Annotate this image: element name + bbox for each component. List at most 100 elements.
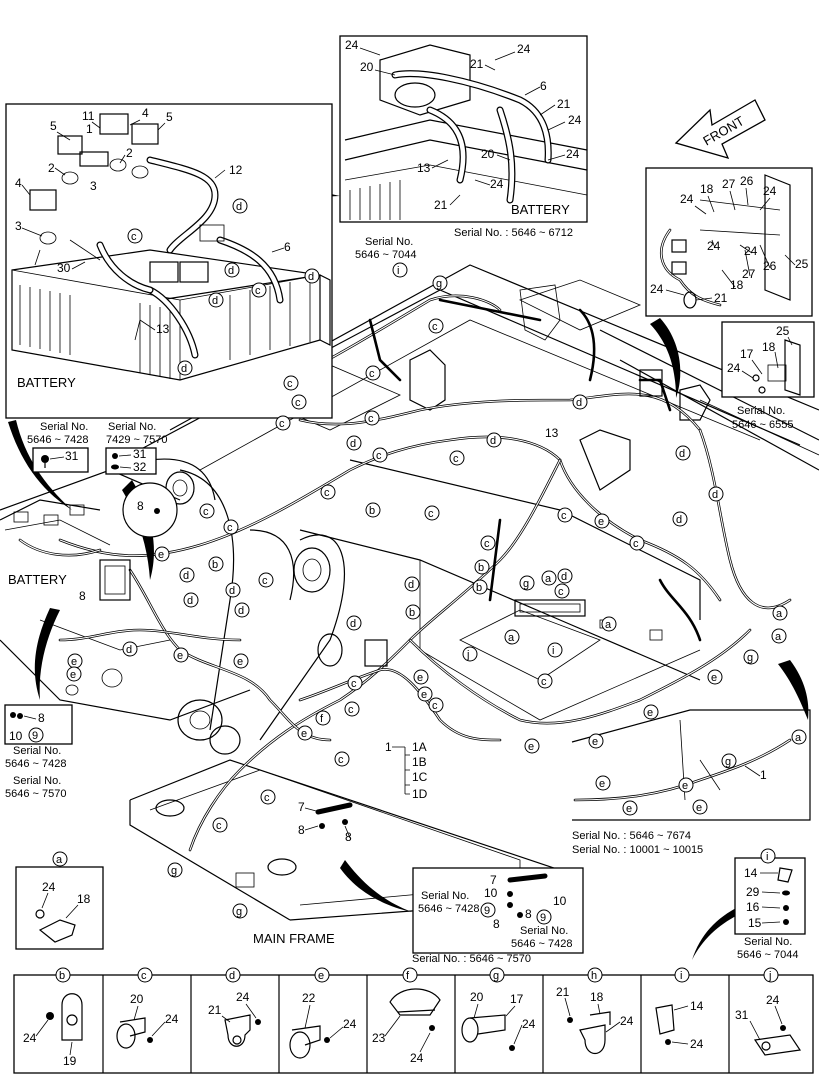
svg-text:d: d	[212, 295, 218, 307]
svg-text:3: 3	[90, 179, 97, 193]
serial-1-b: Serial No. : 10001 ~ 10015	[572, 844, 703, 856]
bracket-detail-right: 24 18 27 26 24 24 24 26 25 27 24 18 21	[645, 167, 813, 317]
front-arrow: FRONT	[674, 99, 766, 160]
svg-text:18: 18	[700, 182, 714, 196]
svg-text:26: 26	[740, 174, 754, 188]
serial-8b-title: Serial No.	[13, 775, 61, 787]
bolt-8-10-detail: 8 10 9	[4, 704, 73, 745]
svg-text:c: c	[203, 506, 209, 518]
svg-text:b: b	[212, 559, 218, 571]
svg-text:d: d	[408, 579, 414, 591]
svg-text:9: 9	[484, 905, 490, 917]
svg-text:24: 24	[568, 113, 582, 127]
svg-text:i: i	[552, 645, 554, 657]
svg-text:e: e	[598, 516, 604, 528]
svg-text:d: d	[187, 595, 193, 607]
svg-text:7: 7	[298, 800, 305, 814]
serial-7-title: Serial No.	[421, 890, 469, 902]
svg-text:c: c	[633, 538, 639, 550]
svg-text:a: a	[605, 619, 612, 631]
svg-text:c: c	[324, 487, 330, 499]
svg-text:26: 26	[763, 259, 777, 273]
svg-text:1: 1	[86, 122, 93, 136]
svg-text:20: 20	[470, 990, 484, 1004]
svg-text:9: 9	[540, 912, 546, 924]
svg-text:b: b	[476, 582, 482, 594]
svg-text:21: 21	[470, 57, 484, 71]
svg-text:8: 8	[525, 907, 532, 921]
svg-text:c: c	[558, 586, 564, 598]
serial-8b-range: 5646 ~ 7570	[5, 788, 66, 800]
svg-text:d: d	[238, 605, 244, 617]
serial-right-title: Serial No.	[737, 405, 785, 417]
svg-text:e: e	[417, 672, 423, 684]
svg-text:27: 27	[742, 267, 756, 281]
svg-text:e: e	[711, 672, 717, 684]
serial-top-box: Serial No. : 5646 ~ 6712	[454, 227, 573, 239]
serial-i-detail-title: Serial No.	[744, 936, 792, 948]
svg-text:d: d	[308, 271, 314, 283]
svg-text:21: 21	[208, 1003, 222, 1017]
svg-text:c: c	[141, 970, 147, 982]
detail-callouts-battery: d c d d c d d	[127, 198, 320, 376]
svg-text:24: 24	[680, 192, 694, 206]
svg-text:e: e	[71, 656, 77, 668]
svg-text:c: c	[348, 704, 354, 716]
svg-text:d: d	[181, 363, 187, 375]
svg-text:8: 8	[298, 823, 305, 837]
svg-text:24: 24	[23, 1031, 37, 1045]
serial-right-range: 5646 ~ 6555	[732, 419, 793, 431]
harness-variant-1C: 1C	[412, 770, 428, 784]
svg-text:4: 4	[15, 176, 22, 190]
svg-text:e: e	[626, 803, 632, 815]
serial-i-range: 5646 ~ 7044	[355, 249, 416, 261]
svg-text:e: e	[158, 549, 164, 561]
svg-text:c: c	[262, 575, 268, 587]
serial-7b-title: Serial No.	[520, 925, 568, 937]
svg-text:2: 2	[126, 146, 133, 160]
legend-cell-b: b 24 19	[23, 967, 83, 1068]
svg-text:g: g	[493, 970, 499, 982]
svg-text:c: c	[428, 508, 434, 520]
bracket-detail-i: i 14 29 16 15	[734, 848, 806, 935]
svg-text:d: d	[236, 201, 242, 213]
svg-text:20: 20	[130, 992, 144, 1006]
svg-text:4: 4	[142, 106, 149, 120]
svg-text:23: 23	[372, 1031, 386, 1045]
svg-text:25: 25	[795, 257, 809, 271]
svg-text:1: 1	[385, 740, 392, 754]
svg-text:e: e	[528, 741, 534, 753]
svg-text:31: 31	[65, 449, 79, 463]
svg-text:18: 18	[77, 892, 91, 906]
svg-text:13: 13	[417, 161, 431, 175]
svg-text:d: d	[350, 438, 356, 450]
svg-text:e: e	[599, 778, 605, 790]
svg-text:c: c	[484, 538, 490, 550]
svg-text:d: d	[183, 570, 189, 582]
svg-text:c: c	[376, 450, 382, 462]
svg-text:b: b	[59, 970, 65, 982]
serial-i-title: Serial No.	[365, 236, 413, 248]
svg-text:d: d	[679, 448, 685, 460]
svg-text:d: d	[561, 571, 567, 583]
svg-text:21: 21	[557, 97, 571, 111]
svg-text:g: g	[236, 906, 242, 918]
svg-text:24: 24	[727, 361, 741, 375]
svg-text:18: 18	[590, 990, 604, 1004]
svg-text:14: 14	[690, 999, 704, 1013]
legend-cell-d: d 21 24	[208, 967, 261, 1047]
battery-label-3: BATTERY	[8, 572, 67, 587]
harness-variant-1B: 1B	[412, 755, 427, 769]
svg-text:e: e	[301, 728, 307, 740]
battery-detail-left	[0, 499, 111, 557]
svg-text:c: c	[561, 510, 567, 522]
svg-text:c: c	[295, 397, 301, 409]
svg-text:24: 24	[517, 42, 531, 56]
svg-text:e: e	[682, 780, 688, 792]
svg-text:c: c	[227, 522, 233, 534]
svg-text:8: 8	[137, 499, 144, 513]
svg-text:10: 10	[484, 886, 498, 900]
clamp-detail-a: a 24 18	[15, 851, 104, 950]
svg-text:f: f	[320, 713, 324, 725]
svg-text:d: d	[229, 585, 235, 597]
